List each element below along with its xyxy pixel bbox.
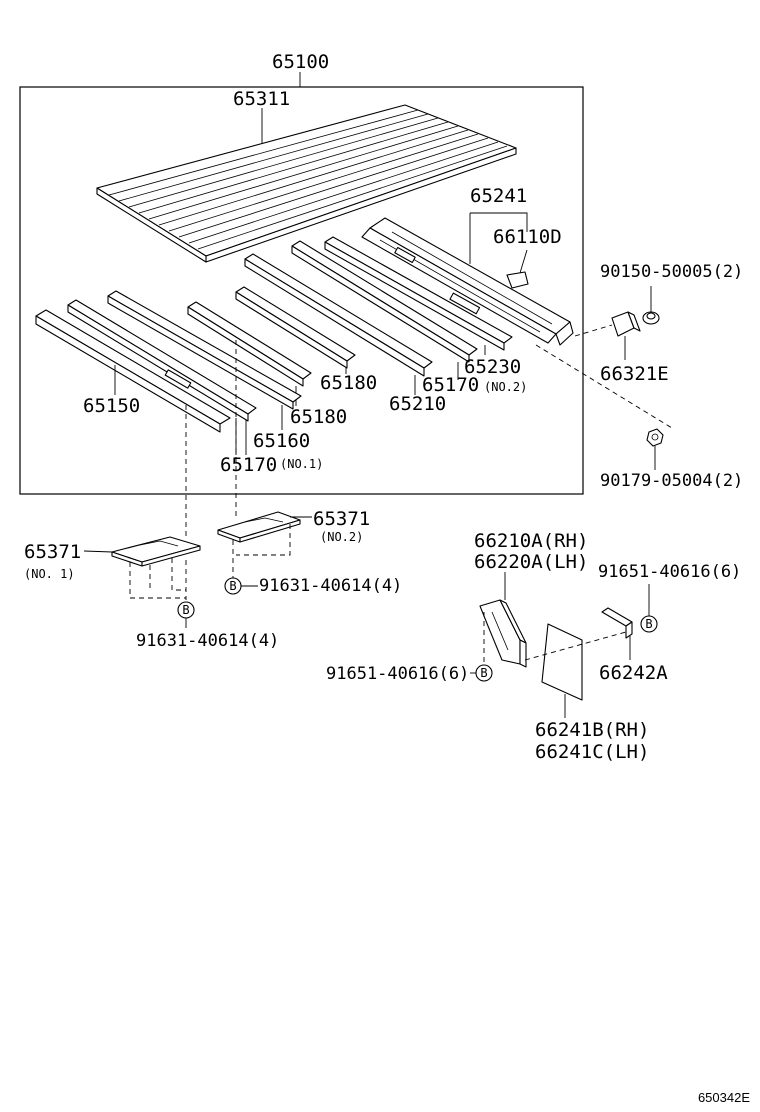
support-65371-no1: [111, 536, 201, 567]
guide-nut: [535, 344, 673, 429]
label-90150-50005: 90150-50005(2): [600, 262, 743, 282]
sill-65150: [35, 309, 231, 433]
drawing-number: 650342E: [698, 1090, 750, 1105]
guide-clip: [574, 324, 613, 337]
label-65230: 65230: [464, 356, 521, 378]
mud-flap-66241: [541, 623, 583, 701]
label-65170-no1-sub: (NO.1): [280, 457, 323, 471]
svg-text:B: B: [229, 579, 236, 593]
label-65170-no2-sub: (NO.2): [484, 380, 527, 394]
leader-65371-no1: [83, 550, 113, 553]
leader-65241-bracket: [470, 212, 528, 232]
label-91651-40616-right: 91651-40616(6): [598, 562, 741, 582]
label-65150: 65150: [83, 395, 140, 417]
support-no1-bolt-guides: [129, 558, 186, 599]
label-66210A-rh: 66210A(RH): [474, 530, 588, 552]
bracket-66110D: [506, 271, 529, 289]
label-65371-no1-sub: (NO. 1): [24, 567, 75, 581]
label-66220A-lh: 66220A(LH): [474, 551, 588, 573]
svg-text:B: B: [182, 603, 189, 617]
mudflap-bracket-66210A: [479, 599, 527, 668]
svg-text:B: B: [645, 617, 652, 631]
floor-panel-65311: [96, 104, 517, 263]
label-91651-40616-left: 91651-40616(6): [326, 664, 469, 684]
callout-b-4: B: [640, 615, 658, 633]
label-65100: 65100: [272, 51, 329, 73]
label-65210: 65210: [389, 393, 446, 415]
plate-66242A: [601, 607, 633, 639]
clip-66321E: [611, 311, 641, 337]
label-65311: 65311: [233, 88, 290, 110]
label-66241C-lh: 66241C(LH): [535, 741, 649, 763]
label-91631-40614-a: 91631-40614(4): [259, 576, 402, 596]
leader-66110D: [519, 249, 528, 274]
support-65371-no2: [217, 511, 301, 543]
label-65371-no2: 65371: [313, 508, 370, 530]
side-rail-65241: [361, 217, 574, 346]
label-66241B-rh: 66241B(RH): [535, 719, 649, 741]
label-65170-no2: 65170: [422, 374, 479, 396]
sill-65180-upper: [235, 286, 356, 369]
support-no2-bolt-guides: [232, 524, 291, 578]
sill-65160: [107, 290, 302, 410]
label-65170-no1: 65170: [220, 454, 277, 476]
sill-65170-no1: [67, 299, 257, 422]
label-65241: 65241: [470, 185, 527, 207]
label-65180-upper: 65180: [320, 372, 377, 394]
callout-b-1: B: [177, 601, 195, 619]
label-66110D: 66110D: [493, 226, 562, 248]
bolt-90150-50005: [642, 311, 660, 325]
label-65160: 65160: [253, 430, 310, 452]
sill-65230: [324, 236, 513, 351]
sill-65170-no2: [291, 240, 478, 363]
callout-b-3: B: [475, 664, 493, 682]
assembly-frame: [19, 86, 584, 495]
label-65371-no2-sub: (NO.2): [320, 530, 363, 544]
label-66242A: 66242A: [599, 662, 668, 684]
sill-65180-lower: [187, 301, 312, 387]
label-65371-no1: 65371: [24, 541, 81, 563]
label-91631-40614-b: 91631-40614(4): [136, 631, 279, 651]
callout-b-2: B: [224, 577, 242, 595]
label-66321E: 66321E: [600, 363, 669, 385]
svg-text:B: B: [480, 666, 487, 680]
sill-65210: [244, 253, 433, 377]
label-65180-lower: 65180: [290, 406, 347, 428]
nut-90179-05004: [646, 428, 664, 447]
label-90179-05004: 90179-05004(2): [600, 471, 743, 491]
